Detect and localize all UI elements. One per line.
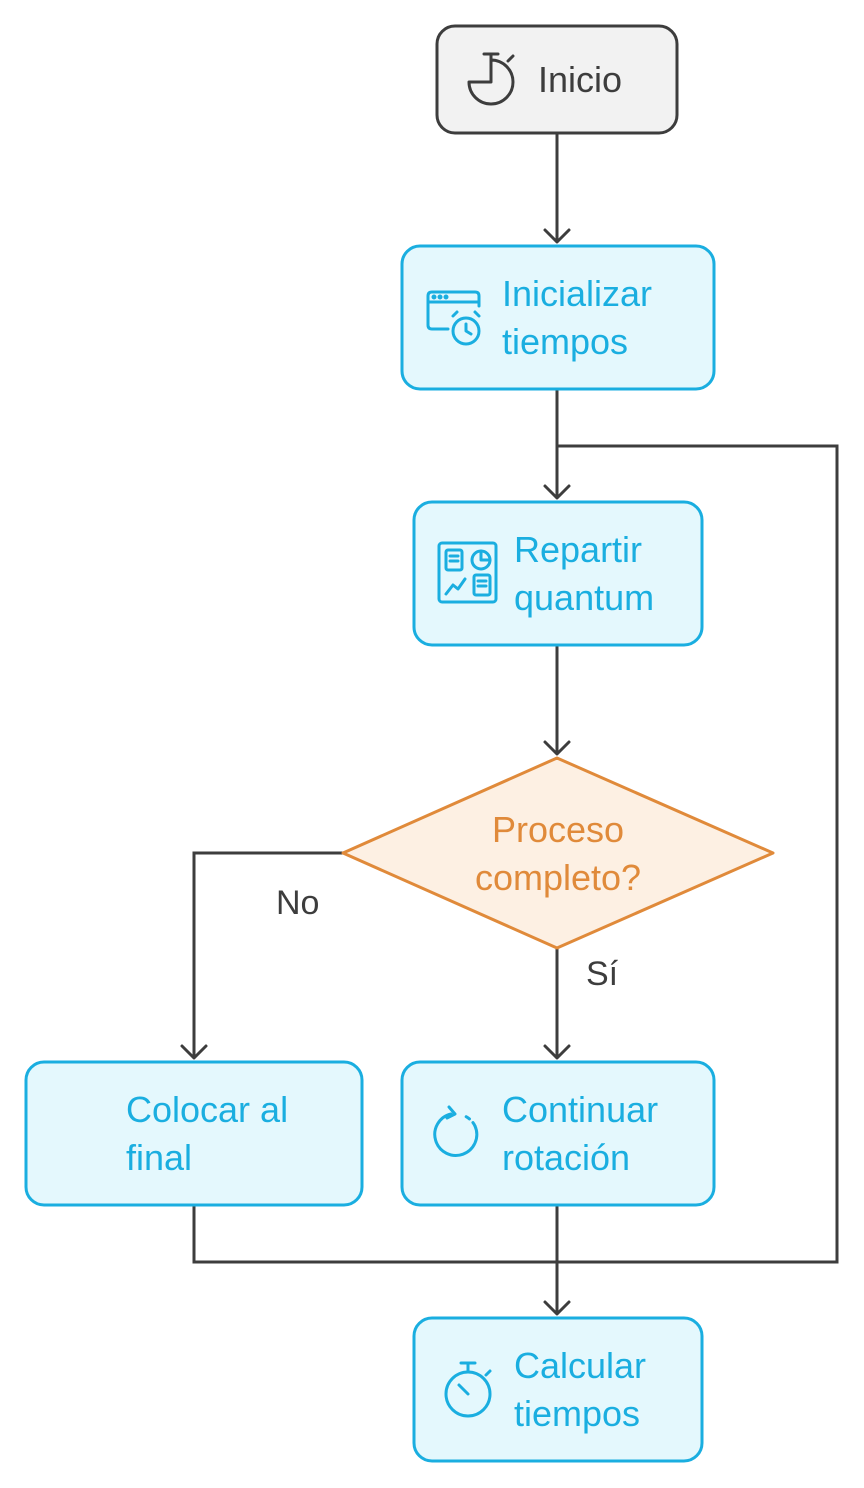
dashboard-icon: [437, 541, 498, 604]
node-move-end-label-2: final: [126, 1137, 192, 1178]
edge-label-yes: Sí: [586, 955, 619, 993]
browser-alarm-icon: [426, 290, 481, 346]
node-compute: Calcular tiempos: [412, 1316, 704, 1463]
node-distribute: Repartir quantum: [412, 500, 704, 647]
stopwatch-icon: [444, 1361, 492, 1418]
node-init: Inicializar tiempos: [400, 244, 716, 391]
node-decision: Proceso completo?: [341, 756, 775, 950]
node-move-end: Colocar al final: [24, 1060, 364, 1207]
timer-start-icon: [467, 52, 515, 106]
node-start-label: Inicio: [538, 59, 622, 100]
node-continue-label-2: rotación: [502, 1137, 630, 1178]
edge-move-end-to-merge: [192, 1205, 557, 1264]
node-distribute-label-2: quantum: [514, 577, 654, 618]
edge-loop-back: [557, 444, 839, 1264]
node-compute-label-2: tiempos: [514, 1393, 640, 1434]
edge-decision-no: [192, 851, 343, 1056]
edges: [180, 134, 839, 1316]
edge-label-no: No: [276, 884, 319, 922]
node-move-end-label-1: Colocar al: [126, 1089, 288, 1130]
node-start: Inicio: [435, 24, 679, 135]
arrow-init-to-distribute: [543, 484, 571, 500]
node-continue: Continuar rotación: [400, 1060, 716, 1207]
node-continue-label-1: Continuar: [502, 1089, 658, 1130]
rotate-icon: [433, 1105, 479, 1157]
arrow-continue-to-compute: [543, 1300, 571, 1316]
arrow-start-to-init: [543, 228, 571, 244]
arrow-decision-yes: [543, 1044, 571, 1060]
node-init-label-1: Inicializar: [502, 273, 652, 314]
arrow-decision-no: [180, 1044, 208, 1060]
node-distribute-label-1: Repartir: [514, 529, 642, 570]
node-compute-label-1: Calcular: [514, 1345, 646, 1386]
node-decision-label-1: Proceso: [492, 809, 624, 850]
node-init-label-2: tiempos: [502, 321, 628, 362]
node-decision-label-2: completo?: [475, 857, 641, 898]
arrow-distribute-to-decision: [543, 740, 571, 756]
